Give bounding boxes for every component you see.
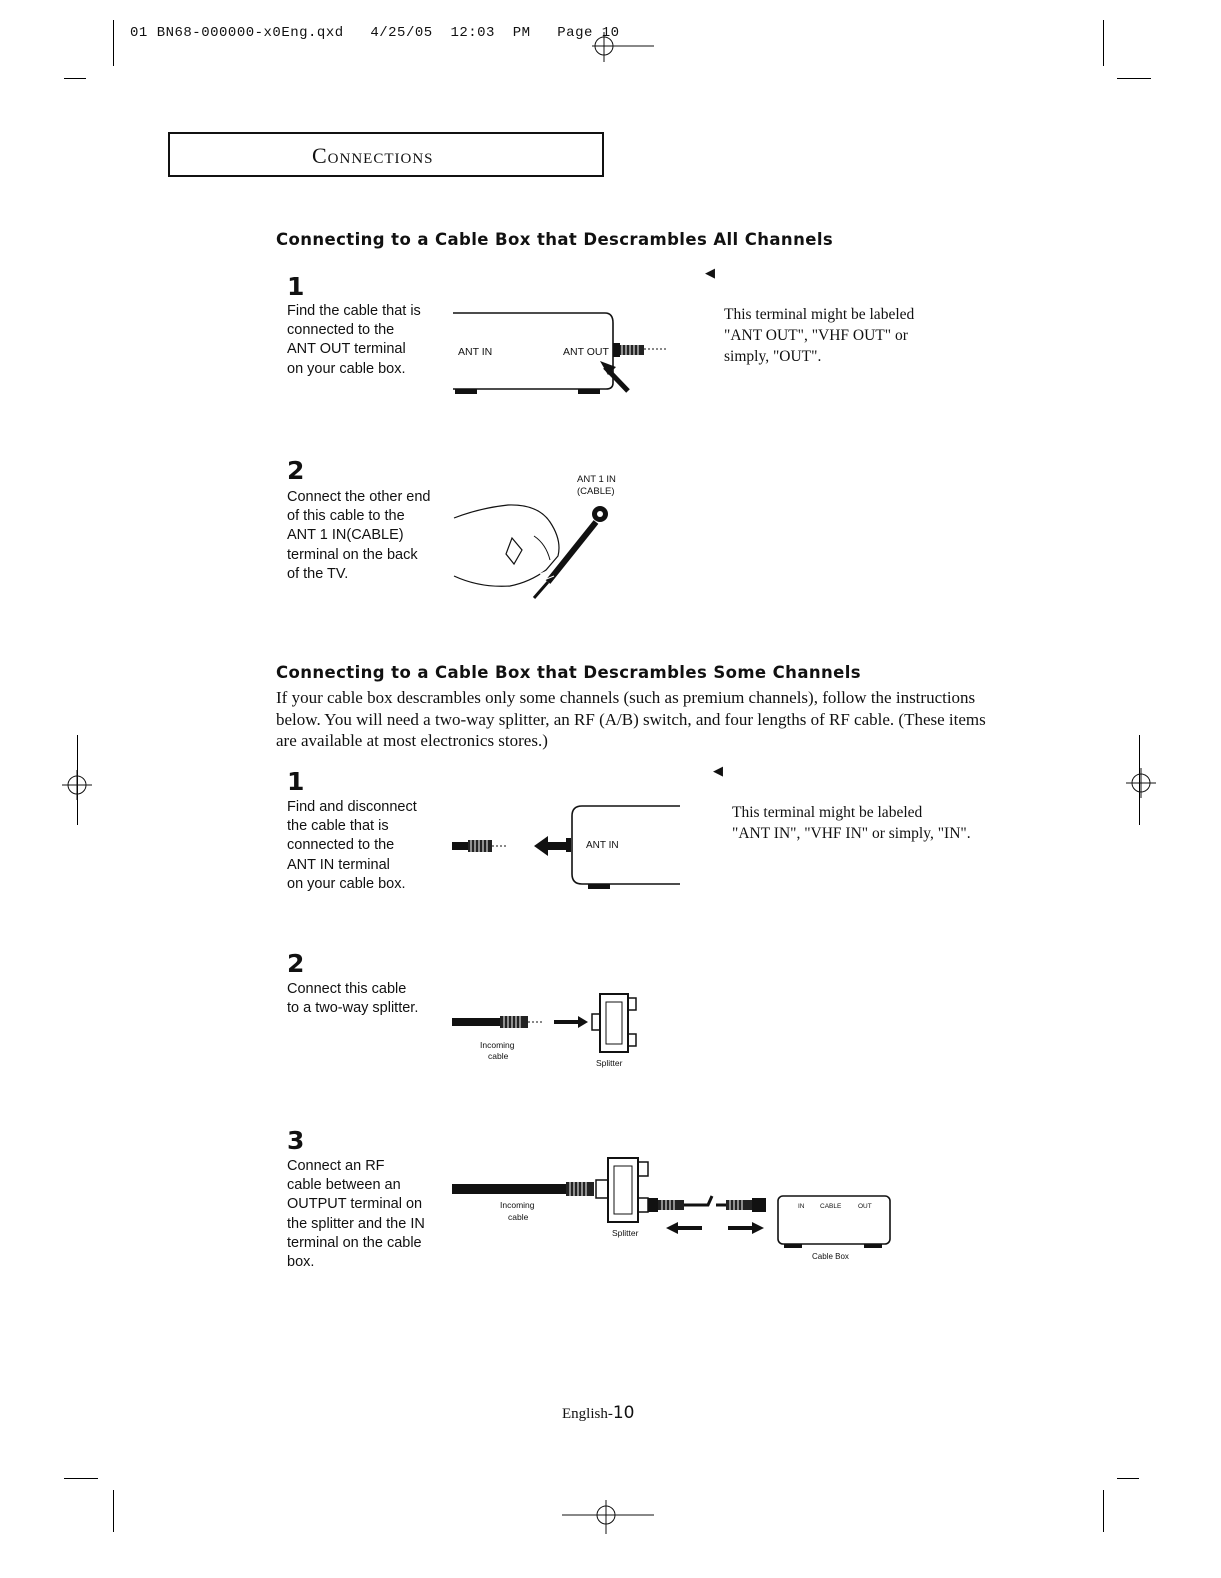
step-number: 1 [287,767,305,796]
cable-to-splitter-diagram: Incoming cable Splitter [452,993,637,1068]
intro-paragraph: If your cable box descrambles only some … [276,688,986,750]
pointer-triangle-icon: ◀ [705,265,715,280]
crop-mark [1117,1478,1139,1479]
hand-connect-tv-diagram: ANT 1 IN (CABLE) [453,474,616,599]
crop-mark [1117,78,1151,79]
step-number: 1 [287,272,305,301]
cable-label: (CABLE) [577,486,614,497]
splitter-label: Splitter [596,1058,623,1068]
arrow-left-icon [666,1222,702,1234]
incoming-label: Incoming [480,1040,515,1050]
cable-box-ant-out-diagram: ANT IN ANT OUT [453,312,666,394]
pointer-triangle-icon: ◀ [713,763,723,778]
registration-mark-icon [562,1500,654,1534]
registration-mark-icon [62,770,92,800]
arrow-left-icon [534,836,566,856]
cable-box-in-label: IN [798,1203,805,1210]
section-header-box [168,132,604,177]
side-note: ◀ This terminal might be labeled "ANT IN… [713,760,971,865]
ant-in-label: ANT IN [458,346,492,358]
ant1-label: ANT 1 IN [577,474,616,485]
splitter-label: Splitter [612,1228,639,1238]
step-number: 3 [287,1126,305,1155]
crop-mark [1103,1490,1104,1532]
crop-mark [64,78,86,79]
cable-label: cable [508,1212,529,1222]
disconnect-ant-in-diagram: ANT IN [452,805,680,889]
page-footer: English-10 [562,1403,634,1423]
step-text: Connect this cable to a two-way splitter… [287,981,419,1017]
crop-mark [64,1478,98,1479]
heading-descrambles-some: Connecting to a Cable Box that Descrambl… [276,663,862,682]
ant-in-label: ANT IN [586,840,619,851]
side-note-text: This terminal might be labeled "ANT OUT"… [724,306,915,365]
registration-mark-icon [1126,768,1156,798]
step-text: Connect an RF cable between an OUTPUT te… [287,1158,425,1271]
cable-box-cable-label: CABLE [820,1203,842,1210]
side-note-text: This terminal might be labeled "ANT IN",… [732,804,971,842]
incoming-label: Incoming [500,1200,535,1210]
side-note: ◀ This terminal might be labeled "ANT OU… [705,262,915,388]
crop-mark [113,1490,114,1532]
arrow-right-icon [728,1222,764,1234]
step-number: 2 [287,949,305,978]
print-header: 01 BN68-000000-x0Eng.qxd 4/25/05 12:03 P… [130,25,620,41]
step-text: Find and disconnect the cable that is co… [287,799,417,892]
page-number: 10 [612,1403,635,1423]
crop-mark [1103,20,1104,66]
step-text: Connect the other end of this cable to t… [287,489,431,582]
step-number: 2 [287,456,305,485]
footer-prefix: English- [562,1406,613,1422]
crop-mark [1139,735,1140,825]
crop-mark [113,20,114,66]
registration-mark-icon [592,32,654,62]
splitter-to-cable-box-diagram: IN CABLE OUT Cable Box Incoming cable Sp… [452,1157,891,1261]
step-text: Find the cable that is connected to the … [287,303,421,377]
heading-descrambles-all: Connecting to a Cable Box that Descrambl… [276,230,834,249]
cable-label: cable [488,1051,509,1061]
cable-box-out-label: OUT [858,1203,872,1210]
cable-box-label: Cable Box [812,1252,849,1261]
ant-out-label: ANT OUT [563,346,609,358]
arrow-right-icon [554,1016,588,1028]
section-title: Connections [312,143,434,168]
